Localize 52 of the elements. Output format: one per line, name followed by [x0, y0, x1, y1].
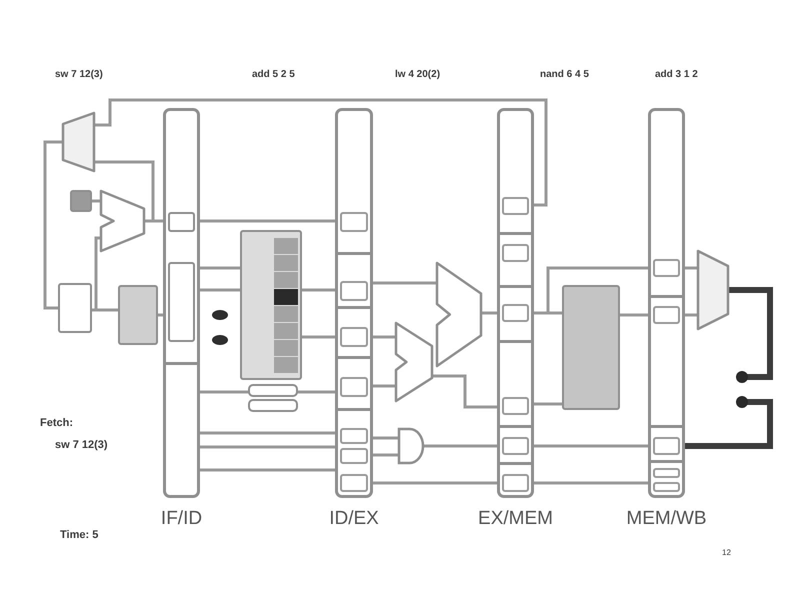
wire — [373, 436, 398, 440]
pc-register — [58, 283, 92, 333]
register-label: IF/ID — [160, 509, 202, 528]
wire — [200, 446, 335, 448]
instruction-label: add 3 1 2 — [655, 70, 698, 80]
register-label: EX/MEM — [478, 509, 553, 528]
wire — [534, 266, 648, 314]
constant-block — [70, 190, 92, 212]
wire — [685, 314, 697, 316]
wire — [729, 287, 773, 383]
register-file — [240, 230, 302, 380]
register-label: MEM/WB — [626, 509, 707, 528]
wire — [200, 432, 335, 434]
page-number: 12 — [722, 549, 731, 557]
wire — [92, 200, 100, 202]
wire — [534, 482, 648, 484]
instruction-label: sw 7 12(3) — [55, 440, 108, 451]
data-memory — [562, 285, 620, 410]
wire — [373, 384, 395, 388]
wire — [95, 160, 154, 222]
instruction-label: sw 7 12(3) — [55, 70, 103, 80]
register-label: ID/EX — [329, 509, 379, 528]
wire — [200, 288, 240, 292]
wire — [92, 236, 100, 312]
wire — [534, 444, 648, 448]
wire — [373, 282, 436, 284]
instruction-label: nand 6 4 5 — [540, 70, 589, 80]
instruction-label: add 5 2 5 — [252, 70, 295, 80]
wire — [373, 336, 395, 338]
wire — [534, 402, 562, 406]
wire — [44, 140, 62, 310]
time-label: Time: 5 — [60, 530, 98, 541]
register-slot — [168, 212, 195, 232]
wire — [302, 336, 335, 338]
wire — [200, 266, 240, 270]
wire — [373, 482, 497, 484]
wire — [302, 288, 335, 292]
wire — [373, 454, 398, 456]
wire — [200, 468, 335, 472]
register-slot — [168, 262, 195, 342]
wire — [200, 220, 335, 222]
wire — [482, 312, 497, 314]
fetch-label: Fetch: — [40, 418, 73, 429]
wire — [95, 98, 548, 206]
wire — [158, 314, 163, 316]
wire — [424, 444, 497, 448]
wire — [685, 396, 773, 449]
wire — [433, 374, 497, 408]
wire — [620, 314, 648, 316]
instruction-label: lw 4 20(2) — [395, 70, 440, 80]
wire — [685, 266, 697, 270]
instruction-memory — [118, 285, 158, 345]
